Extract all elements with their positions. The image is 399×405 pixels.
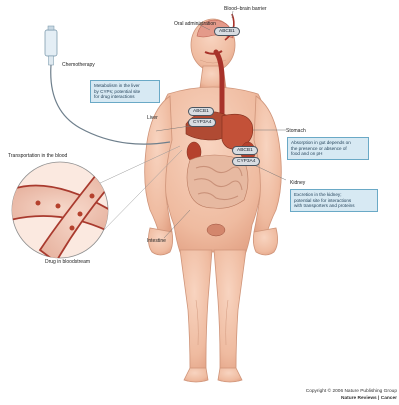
blood-cell [78, 212, 83, 217]
label-transportation-in-blood: Transportation in the blood [8, 153, 67, 159]
blood-cell [36, 201, 41, 206]
journal-credit: Nature Reviews | Cancer [341, 396, 397, 402]
label-liver: Liver [147, 115, 158, 121]
transporter-abcb1-gut: ABCB1 [232, 146, 258, 155]
note-liver-metabolism: Metabolism in the liver by CYPs; potenti… [90, 80, 160, 103]
right-foot [218, 368, 242, 382]
label-oral-administration: Oral administration [174, 21, 216, 27]
label-chemotherapy: Chemotherapy [62, 62, 95, 68]
label-stomach: Stomach [286, 128, 306, 134]
label-drug-in-bloodstream: Drug in bloodstream [45, 259, 90, 265]
label-blood-brain-barrier: Blood–brain barrier [224, 6, 267, 12]
transporter-cyp3a4-liver: CYP3A4 [188, 118, 216, 127]
note-line: for drug interactions [94, 94, 156, 100]
copyright-text: Copyright © 2006 Nature Publishing Group [306, 389, 397, 395]
transporter-cyp3a4-gut: CYP3A4 [232, 157, 260, 166]
blood-cell [56, 204, 61, 209]
blood-cell [70, 226, 75, 231]
right-hand [253, 228, 277, 255]
note-line: with transporters and proteins [294, 203, 374, 209]
left-leg [180, 250, 212, 370]
label-kidney: Kidney [290, 180, 305, 186]
note-kidney-excretion: Excretion in the kidney; potential site … [290, 189, 378, 212]
note-stomach-absorption: Absorption in gut depends on the presenc… [287, 137, 369, 160]
right-leg [214, 250, 246, 370]
transporter-abcb1-liver: ABCB1 [188, 107, 214, 116]
label-intestine: Intestine [147, 238, 166, 244]
blood-cell [90, 194, 95, 199]
iv-bag [45, 26, 57, 65]
transporter-abcb1-bbb: ABCB1 [214, 27, 240, 36]
left-foot [184, 368, 208, 382]
bladder [207, 224, 225, 236]
note-line: food and on pH [291, 151, 365, 157]
